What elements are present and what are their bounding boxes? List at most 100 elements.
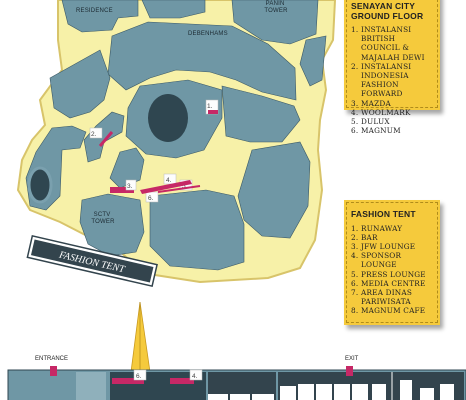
legend-tent-item: 8.MAGNUM CAFE bbox=[351, 306, 434, 315]
entrance-marker[interactable] bbox=[50, 366, 57, 376]
legend-ground-item-label: WOOLMARK bbox=[361, 107, 411, 117]
legend-tent-item: 6.MEDIA CENTRE bbox=[351, 279, 434, 288]
legend-tent-item-number: 6. bbox=[351, 278, 359, 288]
marker-4[interactable]: 4. bbox=[166, 177, 172, 184]
legend-ground-item: 2.INSTALANSI INDONESIA FASHION FORWARD bbox=[351, 62, 434, 99]
legend-ground-item-number: 2. bbox=[351, 61, 359, 71]
fashion-tent-plan bbox=[7, 369, 466, 400]
booth-markers: 1. 2. 3. 4. 5. 6. bbox=[89, 99, 219, 203]
tent-booth-6-accent bbox=[112, 378, 144, 384]
debenhams-block bbox=[107, 21, 297, 101]
fashion-tent-plan-entrance-hall bbox=[76, 372, 106, 400]
marker-5[interactable]: 5. bbox=[182, 183, 188, 190]
marker-1[interactable]: 1. bbox=[207, 103, 213, 110]
fashion-tent-plan-booth-b bbox=[230, 394, 250, 400]
legend-ground-item-number: 3. bbox=[351, 98, 359, 108]
legend-tent-item-number: 8. bbox=[351, 306, 359, 316]
left-wing-block bbox=[49, 49, 111, 119]
marker-2[interactable]: 2. bbox=[91, 131, 97, 138]
legend-tent-item-number: 1. bbox=[351, 223, 359, 233]
legend-tent-item-label: RUNAWAY bbox=[361, 223, 403, 233]
booth-3-block bbox=[125, 179, 137, 191]
fashion-tent-plan-room-8 bbox=[420, 388, 434, 400]
legend-ground-item: 6.MAGNUM bbox=[351, 126, 434, 135]
fashion-tent-plan-room-1 bbox=[280, 386, 296, 400]
legend-ground-item-label: INSTALANSI BRITISH COUNCIL & MAJALAH DEW… bbox=[361, 25, 425, 62]
panin-tower-label-line2: TOWER bbox=[264, 8, 288, 14]
fashion-tent-plan-room-9 bbox=[440, 384, 454, 400]
legend-tent-item-number: 3. bbox=[351, 241, 359, 251]
tent-booth-4-block bbox=[189, 369, 203, 381]
debenhams-label: DEBENHAMS bbox=[188, 31, 228, 37]
booth-2-accent bbox=[98, 131, 114, 147]
fashion-tent-plan-booth-a bbox=[208, 394, 228, 400]
booth-strip-accent bbox=[140, 180, 192, 194]
rotunda-west bbox=[27, 166, 53, 204]
fashion-tent-plan-room-5 bbox=[352, 384, 368, 400]
legend-tent-item-number: 7. bbox=[351, 287, 359, 297]
panin-tower-label: PANIN TOWER bbox=[264, 1, 288, 14]
tent-booth-6-block bbox=[133, 369, 147, 381]
residence-block bbox=[61, 0, 139, 33]
legend-ground-item: 3.MAZDA bbox=[351, 99, 434, 108]
legend-tent-item-label: BAR bbox=[361, 232, 378, 242]
fashion-tent-plan-left bbox=[10, 372, 74, 400]
legend-ground-item: 4.WOOLMARK bbox=[351, 108, 434, 117]
legend-ground-item-label: MAGNUM bbox=[361, 126, 401, 136]
residence-label: RESIDENCE bbox=[76, 8, 113, 14]
rotunda-center bbox=[148, 94, 188, 142]
legend-ground-item-number: 4. bbox=[351, 107, 359, 117]
east-block bbox=[237, 141, 311, 239]
sctv-tower-label-line2: TOWER bbox=[91, 219, 115, 225]
legend-tent-item-number: 2. bbox=[351, 232, 359, 242]
legend-tent-item-label: MEDIA CENTRE bbox=[361, 278, 426, 288]
legend-ground-item-label: MAZDA bbox=[361, 98, 391, 108]
legend-ground-floor: SENAYAN CITY GROUND FLOOR 1.INSTALANSI B… bbox=[344, 0, 440, 135]
legend-tent-item-label: MAGNUM CAFE bbox=[361, 306, 426, 316]
legend-ground-item-label: DULUX bbox=[361, 117, 390, 127]
legend-tent-item: 3.JFW LOUNGE bbox=[351, 242, 434, 251]
fashion-tent-plan-room-3 bbox=[316, 384, 332, 400]
booth-3-accent bbox=[110, 187, 134, 193]
center-east-block bbox=[221, 85, 301, 143]
legend-ground-title-line2: GROUND FLOOR bbox=[351, 10, 424, 21]
tent-connector bbox=[130, 301, 151, 373]
right-strip-block bbox=[299, 35, 327, 87]
legend-tent-item: 4.SPONSOR LOUNGE bbox=[351, 251, 434, 269]
legend-tent-item-label: AREA DINAS PARIWISATA bbox=[361, 287, 413, 307]
entrance-label: ENTRANCE bbox=[35, 356, 68, 362]
fashion-tent-plan-room-6 bbox=[372, 384, 386, 400]
legend-tent-item-label: PRESS LOUNGE bbox=[361, 269, 426, 279]
panin-tower-label-line1: PANIN bbox=[266, 1, 285, 7]
legend-tent-item-number: 5. bbox=[351, 269, 359, 279]
sctv-tower-block bbox=[79, 193, 145, 257]
sctv-tower-label-line1: SCTV bbox=[94, 212, 111, 218]
legend-ground-item: 1.INSTALANSI BRITISH COUNCIL & MAJALAH D… bbox=[351, 25, 434, 62]
booth-2-block bbox=[89, 127, 103, 139]
legend-ground-item: 5.DULUX bbox=[351, 117, 434, 126]
marker-6[interactable]: 6. bbox=[148, 195, 154, 202]
fashion-tent-banner-fill bbox=[30, 239, 154, 283]
tent-marker-6[interactable]: 6. bbox=[136, 373, 142, 380]
legend-ground-item-label: INSTALANSI INDONESIA FASHION FORWARD bbox=[361, 61, 412, 99]
legend-ground-item-number: 1. bbox=[351, 25, 359, 34]
booth-1-accent bbox=[208, 110, 218, 114]
marker-3[interactable]: 3. bbox=[127, 183, 133, 190]
legend-ground-item-number: 5. bbox=[351, 117, 359, 127]
legend-tent-item-label: SPONSOR LOUNGE bbox=[361, 251, 402, 270]
tent-marker-4[interactable]: 4. bbox=[192, 373, 198, 380]
exit-label: EXIT bbox=[345, 356, 359, 362]
legend-ground-title: SENAYAN CITY GROUND FLOOR bbox=[351, 1, 434, 21]
panin-tower-block bbox=[231, 0, 319, 45]
fashion-tent-plan-booth-c bbox=[252, 394, 274, 400]
legend-ground-title-line1: SENAYAN CITY bbox=[351, 1, 416, 11]
exit-marker[interactable] bbox=[346, 366, 353, 376]
legend-ground-item-number: 6. bbox=[351, 126, 359, 136]
legend-tent-title: FASHION TENT bbox=[351, 209, 416, 219]
legend-tent-item-label: JFW LOUNGE bbox=[361, 241, 416, 251]
legend-tent-item: 1.RUNAWAY bbox=[351, 224, 434, 233]
south-mid-block bbox=[149, 189, 245, 271]
legend-ground-list: 1.INSTALANSI BRITISH COUNCIL & MAJALAH D… bbox=[351, 25, 434, 135]
